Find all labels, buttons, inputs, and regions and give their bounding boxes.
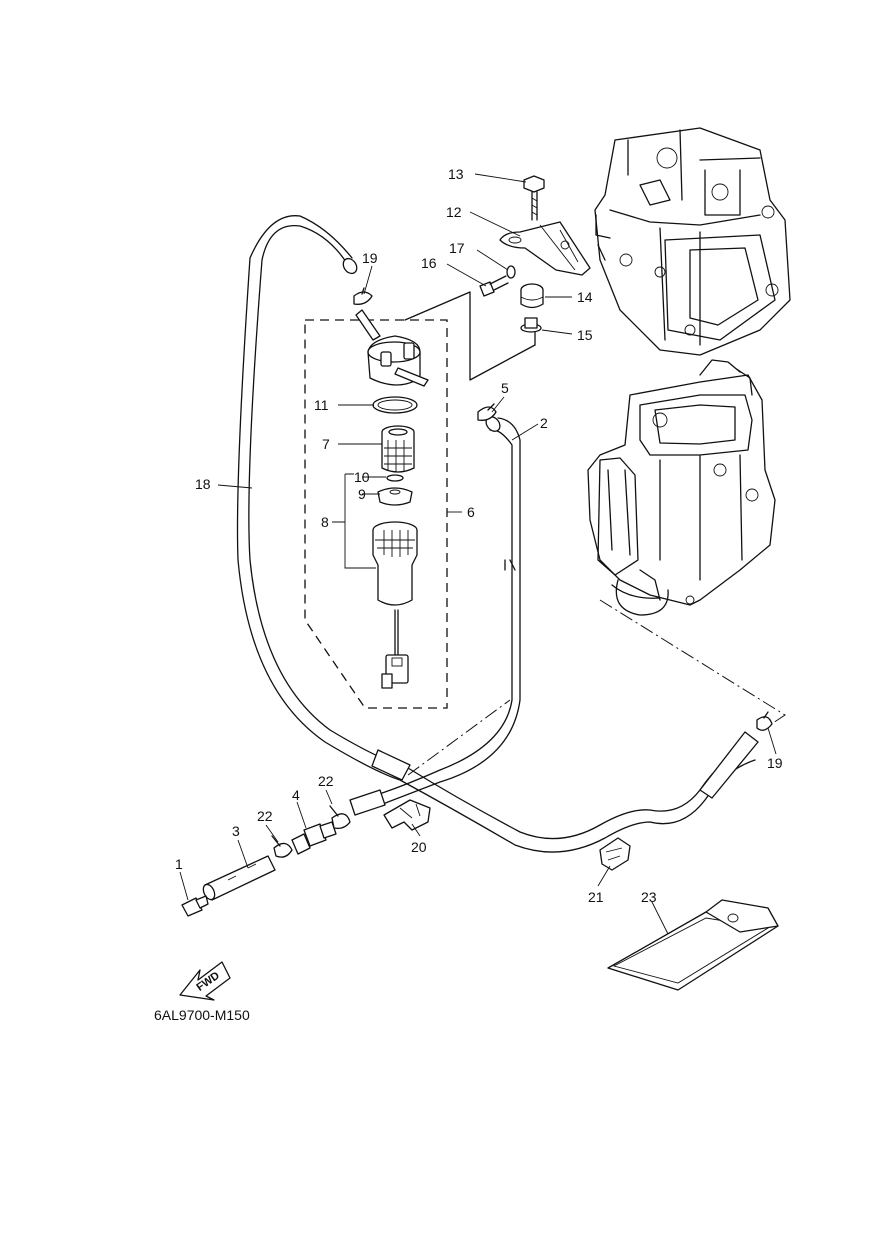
reference-lines [404,291,786,776]
collar-17 [506,265,516,279]
o-ring-11 [372,396,418,414]
collar-15 [520,317,542,333]
callout-3: 3 [232,823,240,839]
bag-23 [607,899,779,991]
hose-2 [349,416,521,816]
hose-18 [236,215,759,853]
callout-8: 8 [321,514,329,530]
callout-6: 6 [467,504,475,520]
filter-element-7 [381,425,415,473]
callout-15: 15 [577,327,593,343]
clip-22-right [329,805,351,830]
callout-16: 16 [421,255,437,271]
callout-17: 17 [449,240,465,256]
holder-21 [599,837,631,871]
clip-5 [477,403,497,421]
callout-21: 21 [588,889,604,905]
ring-10 [386,474,404,482]
callout-9: 9 [358,486,366,502]
callout-5: 5 [501,380,509,396]
callout-12: 12 [446,204,462,220]
filter-assembly-box [304,319,448,709]
callout-13: 13 [448,166,464,182]
drawing-code: 6AL9700-M150 [154,1007,250,1023]
screw-16 [479,275,509,297]
bracket-12 [499,221,591,276]
filter-cup-8 [372,521,418,689]
callout-20: 20 [411,839,427,855]
bolt-13 [523,175,545,221]
callout-2: 2 [540,415,548,431]
clip-22-left [271,835,293,858]
joint-4 [291,821,337,855]
fwd-arrow-icon: FWD [179,961,231,1001]
clip-19-upper [353,287,373,305]
filter-head [355,309,429,387]
callout-14: 14 [577,289,593,305]
callout-4: 4 [292,787,300,803]
callout-1: 1 [175,856,183,872]
leader-lines [179,173,777,935]
callout-18: 18 [195,476,211,492]
float-9 [377,487,413,506]
clip-19-lower [756,711,773,731]
callout-22-left: 22 [257,808,273,824]
callout-7: 7 [322,436,330,452]
callouts: 13 12 17 16 14 15 19 11 7 10 9 8 6 18 5 … [175,166,783,905]
callout-19-upper: 19 [362,250,378,266]
hose-3 [202,855,276,901]
callout-22-right: 22 [318,773,334,789]
engine-lower-illustration [587,359,776,616]
callout-23: 23 [641,889,657,905]
callout-19-lower: 19 [767,755,783,771]
callout-11: 11 [314,397,329,413]
engine-upper-illustration [594,127,791,356]
joint-1 [181,895,209,917]
grommet-14 [520,283,544,309]
holder-20 [383,799,431,831]
callout-10: 10 [354,469,370,485]
